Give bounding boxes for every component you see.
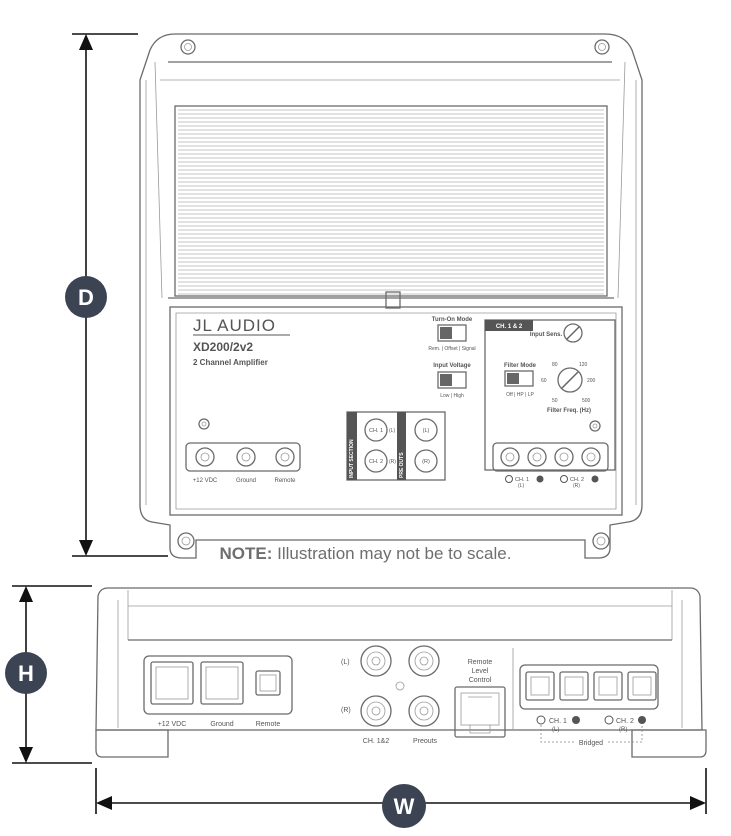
turn-on-mode-switch[interactable] [437, 324, 467, 342]
depth-dimension: D [65, 33, 168, 557]
front-12vdc-label: +12 VDC [158, 721, 187, 728]
pre-outs-label: PRE OUTS [399, 452, 405, 478]
width-dimension: W [95, 768, 707, 828]
input-sens-label: Input Sens. [530, 332, 563, 338]
height-label: H [18, 661, 34, 686]
top-remote-label: Remote [274, 478, 296, 484]
freq-tick-500: 500 [582, 398, 591, 404]
front-remote-label: Remote [256, 721, 281, 728]
input-section-label: INPUT SECTION [349, 439, 355, 478]
input-ch1-jack[interactable] [364, 418, 388, 442]
channel-tag: CH. 1 & 2 [496, 324, 523, 330]
power-terminal-block [185, 442, 301, 472]
filter-freq-knob[interactable] [557, 367, 583, 393]
heatsink-fins [178, 109, 604, 295]
model-subtitle: 2 Channel Amplifier [193, 358, 268, 367]
top-ch2-r: (R) [573, 483, 580, 489]
preout-l-jack[interactable] [414, 418, 438, 442]
speaker-terminal-block [492, 442, 609, 472]
top-ch1-label: CH. 1 [515, 477, 529, 483]
front-ch1-label: CH. 1 [549, 718, 567, 725]
top-ch1-l: (L) [518, 483, 524, 489]
top-ground-terminal[interactable] [236, 447, 256, 467]
top-12vdc-terminal[interactable] [195, 447, 215, 467]
front-ch2-r: (R) [619, 727, 627, 733]
freq-tick-200: 200 [587, 378, 596, 384]
depth-label: D [78, 285, 94, 310]
input-l-label: (L) [389, 428, 395, 434]
freq-tick-50: 50 [552, 398, 558, 404]
preout-l-label: (L) [423, 428, 430, 434]
filter-mode-switch[interactable] [504, 370, 534, 387]
note-prefix: NOTE: [219, 544, 273, 563]
front-remote-terminal[interactable] [255, 670, 281, 696]
front-ch2-label: CH. 2 [616, 718, 634, 725]
front-ground-terminal[interactable] [200, 661, 244, 705]
freq-tick-120: 120 [579, 362, 588, 368]
front-speaker-terminals [525, 671, 657, 701]
top-12vdc-label: +12 VDC [193, 478, 218, 484]
input-voltage-options: Low | High [440, 393, 464, 399]
remote-label-1: Remote [468, 659, 493, 666]
front-ch12-label: CH. 1&2 [363, 738, 390, 745]
freq-tick-60: 60 [541, 378, 547, 384]
front-12vdc-terminal[interactable] [150, 661, 194, 705]
input-sens-knob[interactable] [563, 323, 583, 343]
front-view: +12 VDC Ground Remote (L) (R) CH. 1&2 Pr… [95, 587, 707, 758]
remote-label-3: Control [469, 677, 492, 684]
top-ground-label: Ground [236, 478, 256, 484]
front-ground-label: Ground [210, 721, 233, 728]
rca-jacks [360, 645, 440, 727]
front-ch1-l: (L) [552, 727, 559, 733]
model-name: XD200/2v2 [193, 340, 253, 354]
note-text: Illustration may not be to scale. [272, 544, 512, 563]
front-rca-l-label: (L) [341, 659, 350, 666]
freq-tick-80: 80 [552, 362, 558, 368]
front-preouts-label: Preouts [413, 738, 438, 745]
top-remote-terminal[interactable] [275, 447, 295, 467]
speaker-terminals [500, 447, 601, 467]
turn-on-mode-options: Rem. | Offset | Signal [428, 346, 475, 352]
top-view: JL AUDIO XD200/2v2 2 Channel Amplifier T… [139, 33, 643, 559]
scale-note: NOTE: Illustration may not be to scale. [0, 544, 731, 564]
preout-r-label: (R) [422, 459, 430, 465]
front-rca-r-label: (R) [341, 707, 351, 714]
remote-label-2: Level [472, 668, 489, 675]
filter-mode-title: Filter Mode [504, 363, 537, 369]
filter-mode-options: Off | HP | LP [506, 392, 534, 398]
input-r-label: (R) [389, 459, 396, 465]
brand-logo: JL AUDIO [193, 316, 276, 335]
turn-on-mode-title: Turn-On Mode [432, 317, 473, 323]
input-voltage-title: Input Voltage [433, 363, 471, 369]
height-dimension: H [5, 585, 92, 764]
top-ch2-label: CH. 2 [570, 477, 584, 483]
input-voltage-switch[interactable] [437, 371, 467, 389]
input-ch2-label: CH. 2 [369, 459, 383, 465]
input-ch2-jack[interactable] [364, 449, 388, 473]
input-ch1-label: CH. 1 [369, 428, 383, 434]
width-label: W [394, 794, 415, 819]
filter-freq-title: Filter Freq. (Hz) [547, 408, 591, 414]
bridged-label: Bridged [579, 740, 603, 747]
remote-level-port[interactable] [454, 686, 506, 738]
preout-r-jack[interactable] [414, 449, 438, 473]
